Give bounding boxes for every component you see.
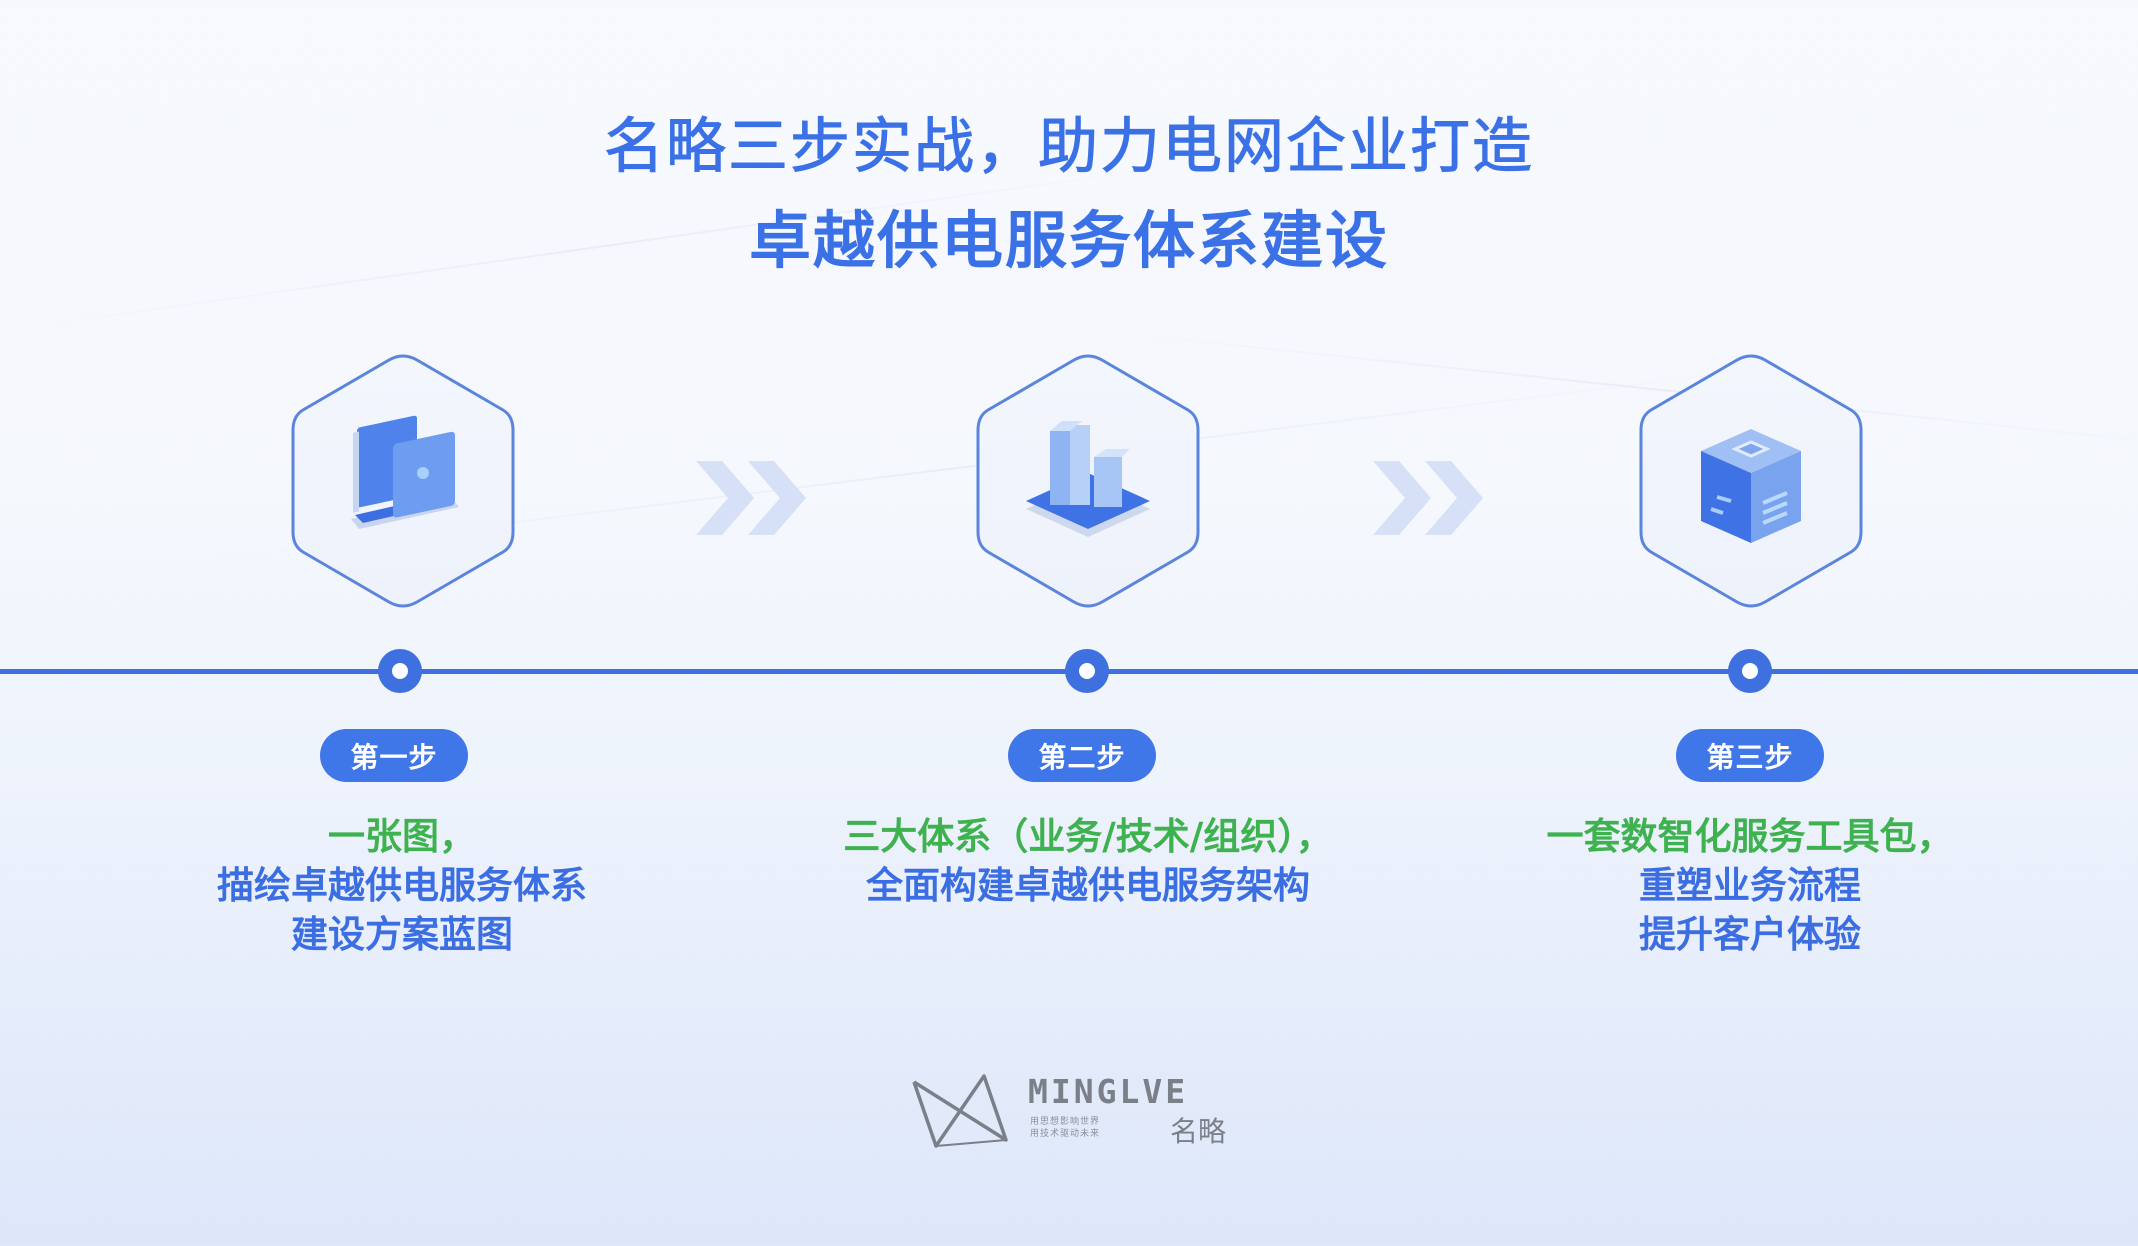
step-3-hexagon xyxy=(1637,354,1865,608)
timeline-node-3 xyxy=(1728,649,1772,693)
timeline-node-1 xyxy=(378,649,422,693)
step-1-description: 一张图， 描绘卓越供电服务体系 建设方案蓝图 xyxy=(52,812,752,959)
logo-brand-text: MINGLVE xyxy=(1028,1072,1189,1111)
monitor-screens-icon xyxy=(351,415,459,529)
step-3-highlight: 一套数智化服务工具包， xyxy=(1546,815,1954,858)
step-2-description: 三大体系（业务/技术/组织）， 全面构建卓越供电服务架构 xyxy=(738,812,1438,910)
step-1-hexagon xyxy=(289,354,517,608)
step-2-hexagon xyxy=(974,354,1202,608)
chevron-right-icon xyxy=(696,461,806,535)
company-logo: MINGLVE 用思想影响世界 用技术驱动未来 名略 xyxy=(910,1070,1230,1150)
chevron-right-icon xyxy=(1373,461,1483,535)
page-subtitle: 卓越供电服务体系建设 xyxy=(748,204,1389,277)
step-3-line: 重塑业务流程 xyxy=(1639,864,1861,907)
step-1-line: 建设方案蓝图 xyxy=(291,913,513,956)
page-title: 名略三步实战，助力电网企业打造 xyxy=(604,112,1534,183)
step-2-badge: 第二步 xyxy=(1008,729,1156,782)
step-2-line: 全面构建卓越供电服务架构 xyxy=(866,864,1310,907)
step-1-badge: 第一步 xyxy=(320,729,468,782)
step-3-line: 提升客户体验 xyxy=(1639,913,1861,956)
timeline-node-2 xyxy=(1065,649,1109,693)
toolbox-cube-icon xyxy=(1701,429,1801,543)
logo-tagline: 用思想影响世界 用技术驱动未来 xyxy=(1030,1117,1101,1139)
minglve-logo-mark-icon xyxy=(912,1074,1008,1148)
step-2-highlight: 三大体系（业务/技术/组织）， xyxy=(843,815,1333,858)
step-3-description: 一套数智化服务工具包， 重塑业务流程 提升客户体验 xyxy=(1400,812,2100,959)
building-blocks-icon xyxy=(1026,421,1150,537)
logo-chinese-name: 名略 xyxy=(1170,1115,1227,1148)
step-1-highlight: 一张图， xyxy=(328,815,476,858)
step-1-line: 描绘卓越供电服务体系 xyxy=(217,864,587,907)
step-3-badge: 第三步 xyxy=(1676,729,1824,782)
